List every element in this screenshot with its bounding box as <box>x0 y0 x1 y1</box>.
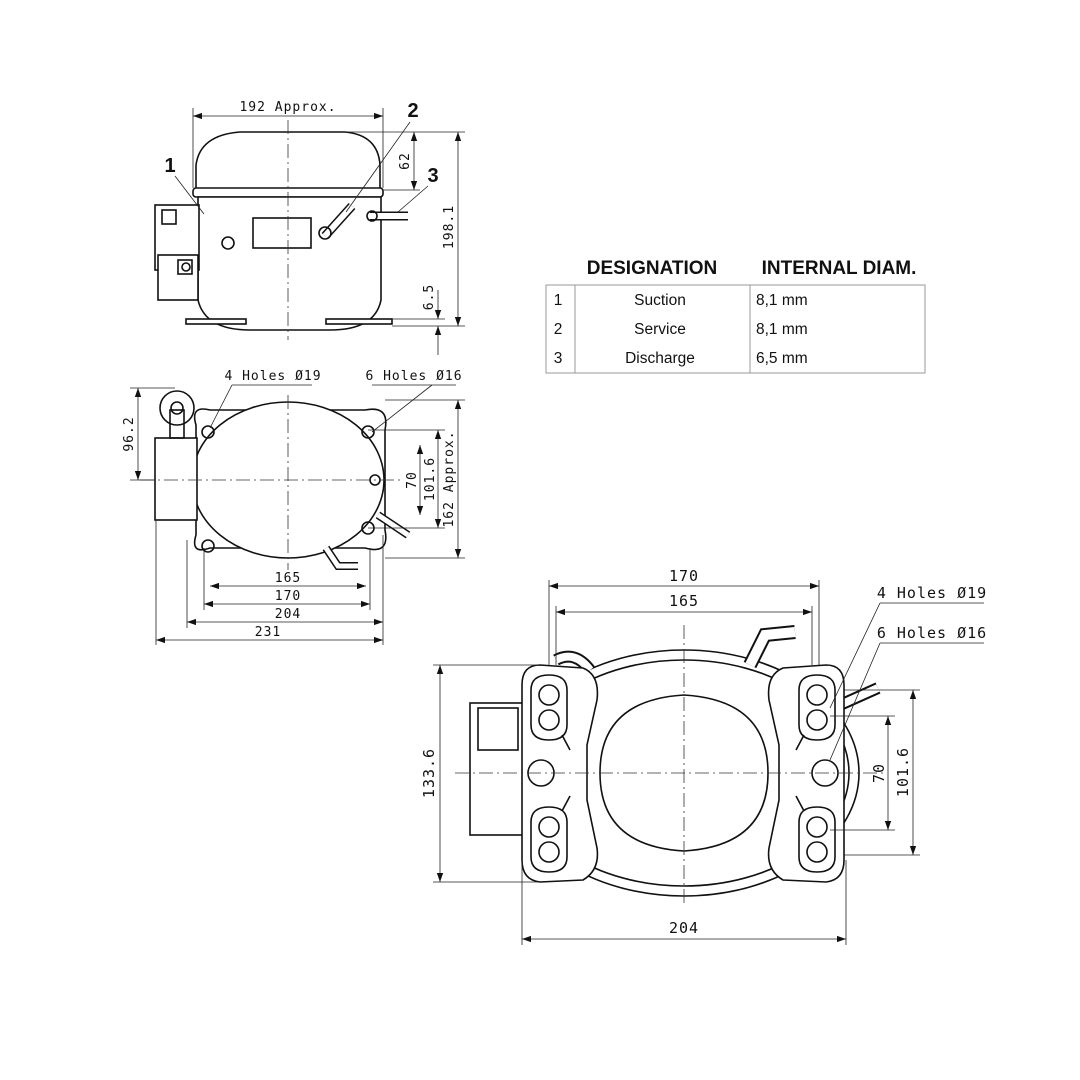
side-view: 192 Approx. 62 198.1 6.5 1 2 3 <box>154 100 465 355</box>
table-header-diameter: INTERNAL DIAM. <box>762 258 917 279</box>
connections-table: DESIGNATION INTERNAL DIAM. 1 Suction 8,1… <box>545 258 926 374</box>
bottom-dim-101: 101.6 <box>894 747 912 797</box>
top-dim-204: 204 <box>275 607 301 622</box>
callout-2: 2 <box>407 100 418 122</box>
table-row-diameter: 8,1 mm <box>756 321 808 338</box>
top-holes16-label: 6 Holes Ø16 <box>365 369 462 384</box>
table-row-diameter: 6,5 mm <box>756 350 808 367</box>
top-holes19-label: 4 Holes Ø19 <box>224 369 321 384</box>
table-row-designation: Suction <box>634 292 686 309</box>
bottom-holes19-label: 4 Holes Ø19 <box>877 584 987 602</box>
top-dim-231: 231 <box>255 625 281 640</box>
top-view: 4 Holes Ø19 6 Holes Ø16 96.2 70 101.6 16… <box>122 369 465 645</box>
side-height-label: 198.1 <box>442 205 457 249</box>
top-dim-70: 70 <box>405 471 420 489</box>
table-row-diameter: 8,1 mm <box>756 292 808 309</box>
bottom-dim-170: 170 <box>669 567 699 585</box>
top-dim-101: 101.6 <box>423 457 438 501</box>
side-dome-label: 62 <box>398 152 413 170</box>
bottom-dim-133: 133.6 <box>420 748 438 798</box>
top-dim-165: 165 <box>275 571 301 586</box>
side-foot-label: 6.5 <box>422 284 437 310</box>
side-width-label: 192 Approx. <box>239 100 336 115</box>
table-row-num: 2 <box>554 321 563 338</box>
table-row-designation: Service <box>634 321 686 338</box>
bottom-dim-165: 165 <box>669 592 699 610</box>
top-dim-96: 96.2 <box>122 416 137 451</box>
top-dim-162: 162 Approx. <box>442 430 457 527</box>
callout-3: 3 <box>427 165 438 187</box>
bottom-holes16-label: 6 Holes Ø16 <box>877 624 987 642</box>
table-row-num: 3 <box>554 350 563 367</box>
bottom-dim-204: 204 <box>669 919 699 937</box>
callout-1: 1 <box>164 155 175 177</box>
bottom-view: 170 165 4 Holes Ø19 6 Holes Ø16 133.6 70… <box>420 567 987 945</box>
table-row-num: 1 <box>554 292 563 309</box>
table-header-designation: DESIGNATION <box>587 258 718 279</box>
bottom-dim-70: 70 <box>870 763 888 783</box>
top-dim-170: 170 <box>275 589 301 604</box>
table-row-designation: Discharge <box>625 350 695 367</box>
